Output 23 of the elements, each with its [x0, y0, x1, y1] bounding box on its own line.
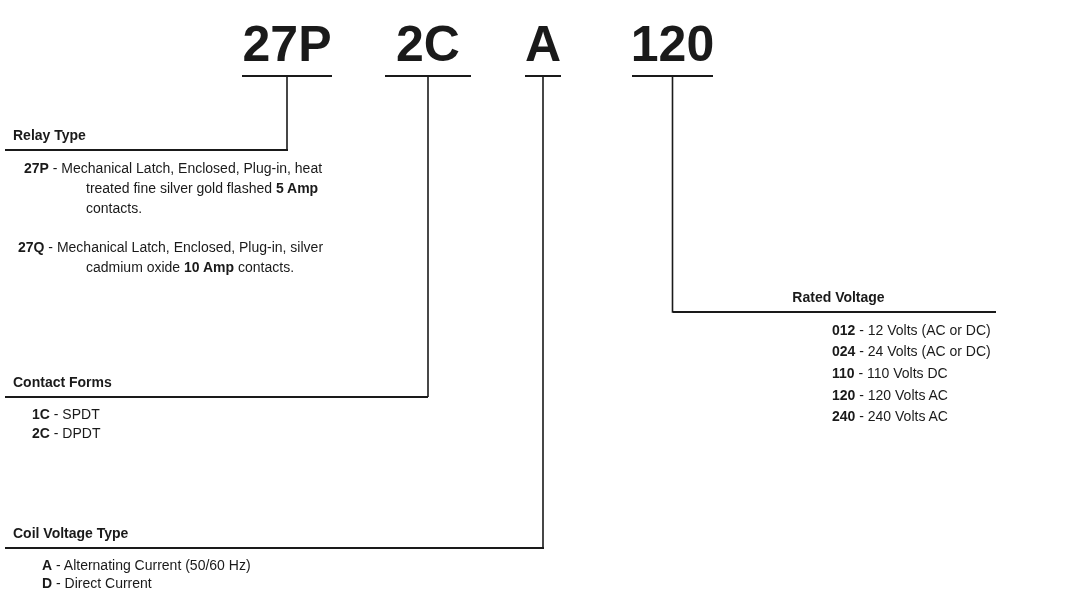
code-description: A - Alternating Current (50/60 Hz): [42, 556, 252, 575]
leader-line: [427, 76, 429, 398]
code-description: D - Direct Current: [42, 574, 153, 593]
code-description: 012 - 12 Volts (AC or DC): [832, 321, 992, 340]
section-heading: Contact Forms: [5, 375, 428, 398]
code-description: 120 - 120 Volts AC: [832, 386, 949, 405]
code-description: 240 - 240 Volts AC: [832, 407, 949, 426]
code-description: 2C - DPDT: [32, 424, 102, 443]
code-segment: 120: [632, 8, 713, 77]
code-description: 27Q - Mechanical Latch, Enclosed, Plug-in, silver cadmium oxide 10 Amp contacts.: [18, 238, 324, 277]
code-segment: 27P: [242, 8, 332, 77]
section-heading: Coil Voltage Type: [5, 526, 544, 549]
leader-line: [671, 76, 674, 313]
leader-line: [286, 76, 289, 151]
code-segment: A: [525, 8, 561, 77]
section-heading: Rated Voltage: [673, 290, 996, 313]
code-description: 1C - SPDT: [32, 405, 101, 424]
code-description: 024 - 24 Volts (AC or DC): [832, 342, 992, 361]
section-heading: Relay Type: [5, 128, 288, 151]
code-description: 27P - Mechanical Latch, Enclosed, Plug-in, heat treated fine silver gold flashed 5 Amp contacts.: [24, 159, 324, 218]
leader-line: [542, 76, 545, 549]
code-segment: 2C: [385, 8, 471, 77]
code-description: 110 - 110 Volts DC: [832, 364, 949, 383]
